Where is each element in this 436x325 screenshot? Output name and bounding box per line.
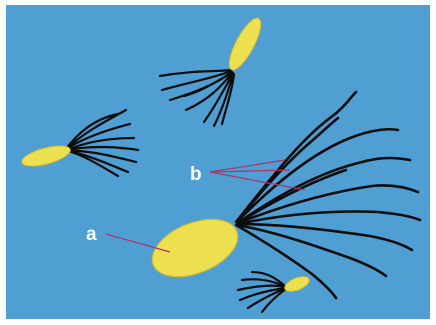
label-b: b xyxy=(190,164,202,185)
label-a: a xyxy=(86,224,97,245)
